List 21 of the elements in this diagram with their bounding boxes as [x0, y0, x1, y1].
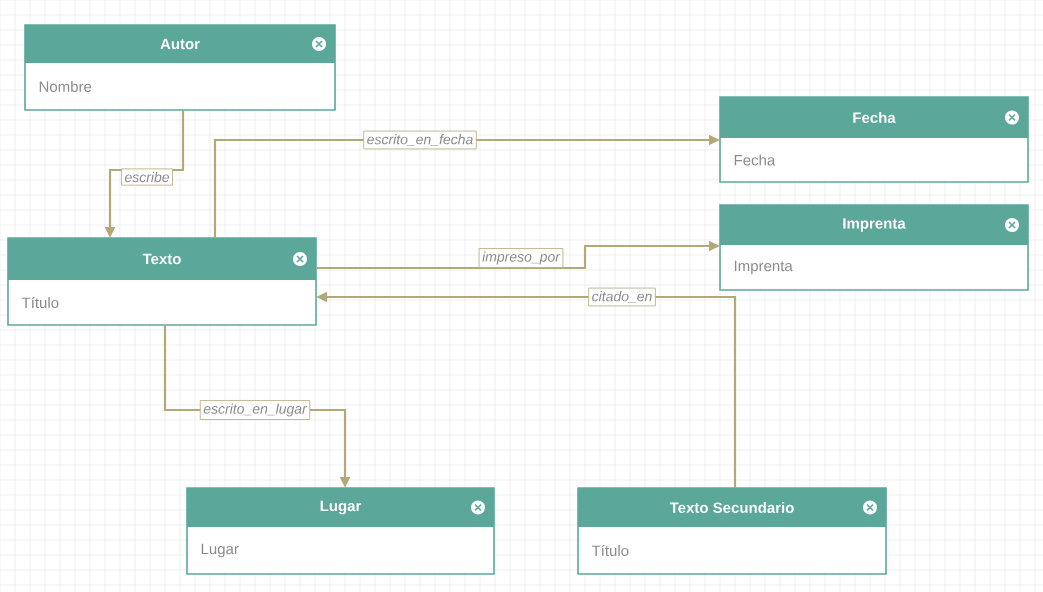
entity-box: Texto Secundario Título	[577, 487, 887, 575]
node-label: Imprenta	[734, 260, 793, 275]
edge-label: escribe	[121, 168, 173, 186]
entity-box: Imprenta Imprenta	[719, 204, 1029, 291]
node-label: Fecha	[734, 154, 776, 166]
entity-box: Fecha Fecha	[719, 96, 1029, 183]
node-label: Autor	[160, 38, 200, 50]
node-label: Imprenta	[843, 218, 906, 232]
edge-label: escrito_en_lugar	[199, 400, 311, 420]
entity-box: Lugar Lugar	[186, 487, 495, 575]
node-label: Lugar	[201, 543, 239, 558]
node-label: Lugar	[320, 500, 362, 515]
node-label: Fecha	[853, 112, 896, 124]
node-label: Título	[21, 296, 59, 309]
edge-label: impreso_por	[478, 248, 564, 268]
edge-label: citado_en	[588, 287, 656, 307]
node-label: Texto	[142, 253, 181, 265]
entity-box: Autor Nombre	[24, 24, 336, 111]
entity-box: Texto Título	[7, 237, 317, 326]
node-label: Nombre	[39, 81, 92, 93]
edge-label: escrito_en_fecha	[363, 130, 477, 150]
